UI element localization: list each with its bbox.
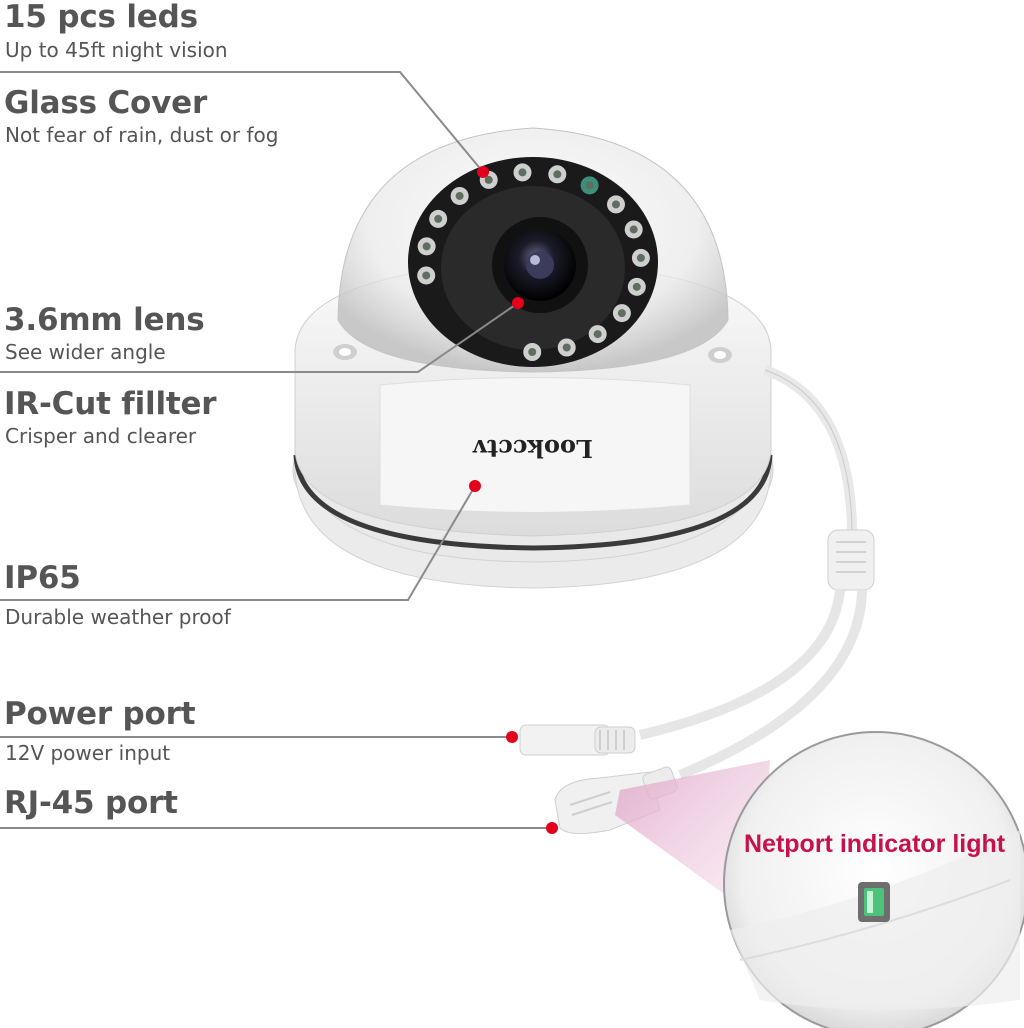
callout-line-glass (0, 71, 484, 173)
marker-dot (506, 731, 518, 743)
ir-led-core (553, 170, 562, 179)
feature-title-glass: Glass Cover (4, 85, 208, 121)
feature-title-ircut: IR-Cut fillter (4, 386, 217, 422)
ir-leds (417, 163, 650, 361)
feature-subtitle-ip65: Durable weather proof (5, 605, 231, 629)
ir-led-core (593, 330, 602, 339)
feature-subtitle-leds: Up to 45ft night vision (5, 38, 228, 62)
ir-led-core (422, 271, 431, 280)
ir-led-core (434, 214, 443, 223)
ir-led-core (629, 225, 638, 234)
feature-title-ip65: IP65 (4, 560, 81, 596)
ir-led-core (611, 200, 620, 209)
callout-markers (469, 166, 558, 834)
feature-title-rj45: RJ-45 port (4, 785, 178, 821)
marker-dot (477, 166, 489, 178)
ir-led-core (484, 175, 493, 184)
feature-subtitle-glass: Not fear of rain, dust or fog (5, 123, 279, 147)
brand-logo: Lookcctv (472, 434, 593, 463)
power-plug (519, 724, 636, 756)
callout-line-ip65 (0, 485, 476, 601)
feature-subtitle-lens: See wider angle (5, 340, 166, 364)
ir-led-core (518, 168, 527, 177)
callout-line-lens (0, 302, 519, 373)
marker-dot (512, 297, 524, 309)
feature-title-lens: 3.6mm lens (4, 302, 205, 338)
ir-led-core (585, 181, 594, 190)
ir-led-core (422, 242, 431, 251)
ir-led-core (528, 347, 537, 356)
feature-title-leds: 15 pcs leds (4, 0, 198, 35)
ir-led-core (562, 343, 571, 352)
camera-cable (638, 365, 875, 780)
marker-dot (546, 822, 558, 834)
ir-led-core (455, 191, 464, 200)
callout-lines (0, 71, 552, 829)
ir-led-core (632, 282, 641, 291)
feature-subtitle-ircut: Crisper and clearer (5, 424, 197, 448)
lens-icon (492, 217, 588, 313)
indicator-light-icon (858, 882, 890, 922)
zoom-circle (723, 731, 1024, 1028)
ir-led-core (617, 309, 626, 318)
feature-subtitle-power: 12V power input (5, 741, 171, 765)
marker-dot (469, 480, 481, 492)
ir-led-core (636, 253, 645, 262)
feature-title-power: Power port (4, 696, 196, 732)
netport-callout-label: Netport indicator light (744, 830, 1006, 858)
